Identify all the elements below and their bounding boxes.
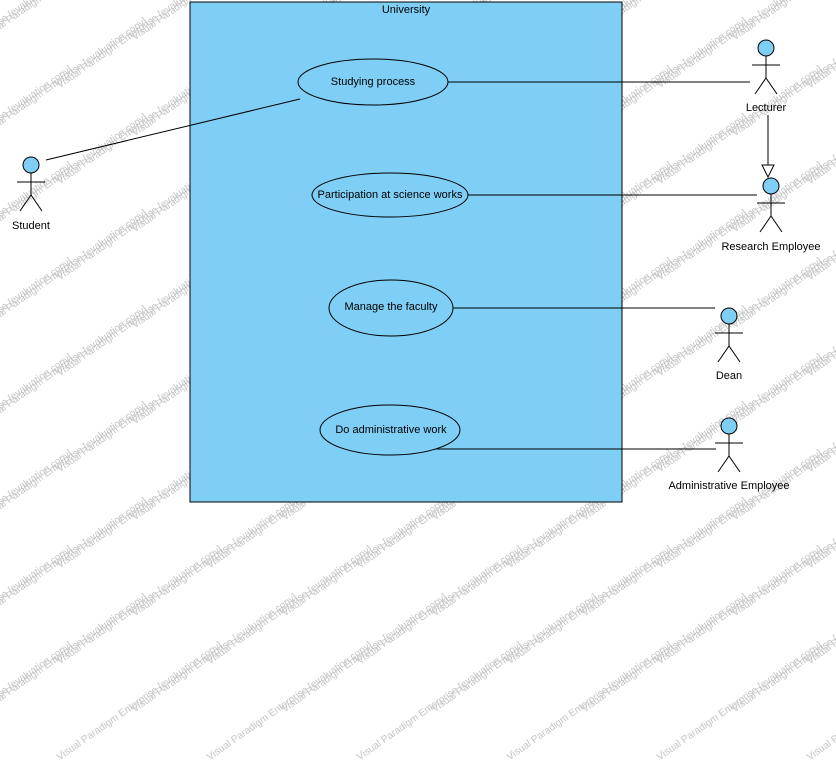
watermark-text: Visual Paradigm Enterprise [evaluation c… [430, 495, 600, 620]
use-case-label-faculty: Manage the faculty [344, 301, 438, 313]
watermark-text: Visual Paradigm Enterprise [evaluation c… [505, 639, 675, 763]
actor-head [720, 307, 738, 325]
actor-label-dean: Dean [715, 370, 743, 382]
watermark-text: Visual Paradigm Enterprise [evaluation c… [580, 591, 750, 716]
actor-head [720, 417, 738, 435]
generalization-arrowhead [761, 164, 775, 179]
watermark-text: Visual Paradigm Enterprise [evaluation c… [0, 591, 150, 716]
watermark-text: Visual Paradigm Enterprise [evaluation c… [205, 543, 375, 668]
watermark-text: Visual Paradigm Enterprise [evaluation c… [580, 495, 750, 620]
watermark-text: Visual Paradigm Enterprise [evaluation c… [355, 639, 525, 763]
association-student-studying [45, 98, 301, 161]
watermark-text: Visual Paradigm Enterprise [evaluation c… [0, 495, 150, 620]
actor-label-admin: Administrative Employee [668, 480, 790, 492]
watermark-text: Visual Paradigm Enterprise [evaluation c… [655, 543, 825, 668]
watermark-text: Visual Paradigm Enterprise [evaluation c… [280, 495, 450, 620]
system-title: University [381, 4, 431, 16]
watermark-text: Visual Paradigm Enterprise [evaluation c… [130, 495, 300, 620]
watermark-text: Visual Paradigm Enterprise [evaluation c… [805, 544, 836, 668]
use-case-label-studying: Studying process [330, 76, 416, 88]
watermark-text: Visual Paradigm Enterprise [evaluation c… [730, 592, 836, 716]
actor-dean[interactable] [715, 307, 743, 363]
actor-label-research: Research Employee [721, 241, 821, 253]
actor-research-employee[interactable] [757, 177, 785, 233]
actor-label-lecturer: Lecturer [745, 102, 787, 114]
watermark-text: Visual Paradigm Enterprise [evaluation c… [0, 639, 75, 763]
watermark-text: Visual Paradigm Enterprise [evaluation c… [505, 543, 675, 668]
watermark-text: Visual Paradigm Enterprise [evaluation c… [55, 639, 225, 763]
watermark-text: Visual Paradigm Enterprise [evaluation c… [730, 496, 836, 620]
watermark-text: Visual Paradigm Enterprise [evaluation c… [430, 591, 600, 716]
watermark-text: Visual Paradigm Enterprise [evaluation c… [355, 543, 525, 668]
actor-student[interactable] [17, 156, 45, 212]
watermark-text: Visual Paradigm Enterprise [evaluation c… [55, 543, 225, 668]
actor-lecturer[interactable] [752, 39, 780, 95]
watermark-text: Visual Paradigm Enterprise [evaluation c… [205, 639, 375, 763]
actor-label-student: Student [12, 220, 50, 232]
use-case-science-works[interactable] [311, 172, 469, 218]
actor-head [757, 39, 775, 57]
use-case-label-administrative: Do administrative work [335, 424, 447, 436]
watermark-text: Visual Paradigm Enterprise [evaluation c… [0, 543, 75, 667]
actor-administrative-employee[interactable] [715, 417, 743, 473]
watermark-text: Visual Paradigm Enterprise [evaluation c… [130, 591, 300, 716]
use-case-diagram [17, 1, 785, 503]
use-case-label-science: Participation at science works [317, 189, 463, 201]
use-case-manage-faculty[interactable] [328, 279, 454, 337]
use-case-studying-process[interactable] [297, 58, 449, 106]
actor-head [762, 177, 780, 195]
use-case-administrative-work[interactable] [319, 404, 461, 456]
actor-head [22, 156, 40, 174]
watermark-text: Visual Paradigm Enterprise [evaluation c… [655, 639, 825, 763]
watermark-text: Visual Paradigm Enterprise [evaluation c… [805, 640, 836, 763]
watermark-text: Visual Paradigm Enterprise [evaluation c… [280, 591, 450, 716]
